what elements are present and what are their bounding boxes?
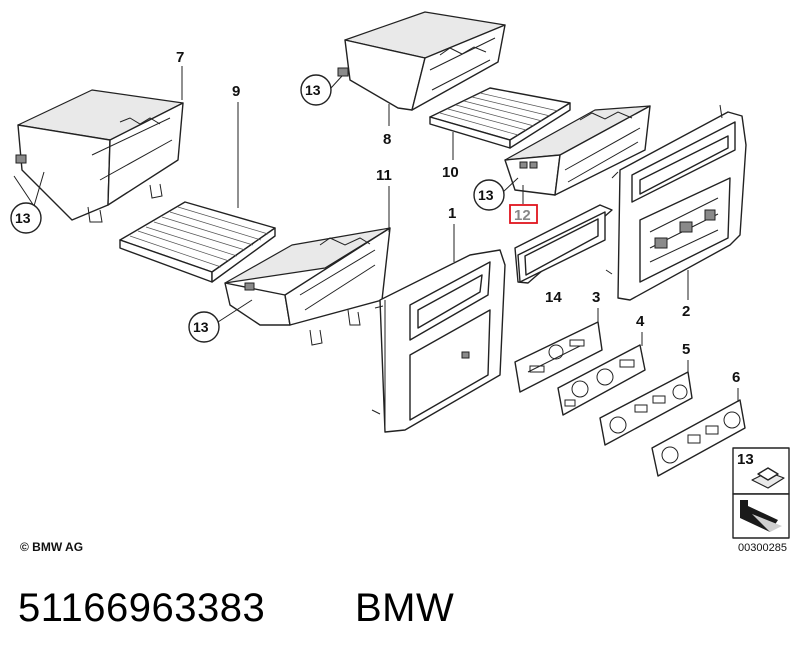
label-12-highlighted[interactable]: 12 [509, 204, 538, 224]
callout-13-right: 13 [473, 177, 519, 211]
part-3-control-panel [514, 321, 603, 393]
brand-name: BMW [355, 586, 455, 630]
svg-text:13: 13 [737, 451, 754, 468]
label-3: 3 [592, 289, 600, 306]
svg-text:13: 13 [305, 82, 321, 98]
label-5: 5 [682, 341, 690, 358]
copyright-text: © BMW AG [20, 540, 84, 554]
part-7-storage-tray [15, 89, 184, 223]
svg-text:13: 13 [193, 319, 209, 335]
label-7: 7 [176, 49, 184, 66]
callout-13-top: 13 [300, 74, 343, 106]
part-number: 51166963383 [18, 586, 266, 630]
label-1: 1 [448, 205, 456, 222]
part-8-storage-tray [337, 11, 506, 111]
label-8: 8 [383, 131, 391, 148]
callout-13-left: 13 [10, 171, 45, 234]
svg-text:13: 13 [15, 210, 31, 226]
part-9-filter-mat [119, 201, 276, 283]
part-6-control-panel [651, 399, 746, 477]
part-14-bezel [514, 204, 613, 284]
part-2-outer-panel [605, 104, 747, 301]
legend-arrow-symbol [732, 493, 790, 539]
svg-text:13: 13 [478, 187, 494, 203]
part-4-control-panel [557, 344, 646, 416]
part-5-control-panel [599, 371, 693, 446]
callout-13-lower: 13 [188, 299, 253, 343]
label-6: 6 [732, 369, 740, 386]
part-12-module [504, 105, 651, 196]
part-10-filter-mat [429, 87, 571, 149]
label-4: 4 [636, 313, 645, 330]
diagram-number: 00300285 [738, 542, 787, 554]
part-1-trim-panel [371, 249, 506, 433]
label-11: 11 [376, 167, 392, 184]
label-10: 10 [442, 164, 459, 181]
label-2: 2 [682, 303, 690, 320]
label-14: 14 [545, 289, 562, 306]
svg-text:12: 12 [514, 207, 531, 224]
legend-clip-13: 13 [732, 447, 790, 495]
part-11-storage-tray [224, 227, 391, 346]
label-9: 9 [232, 83, 240, 100]
